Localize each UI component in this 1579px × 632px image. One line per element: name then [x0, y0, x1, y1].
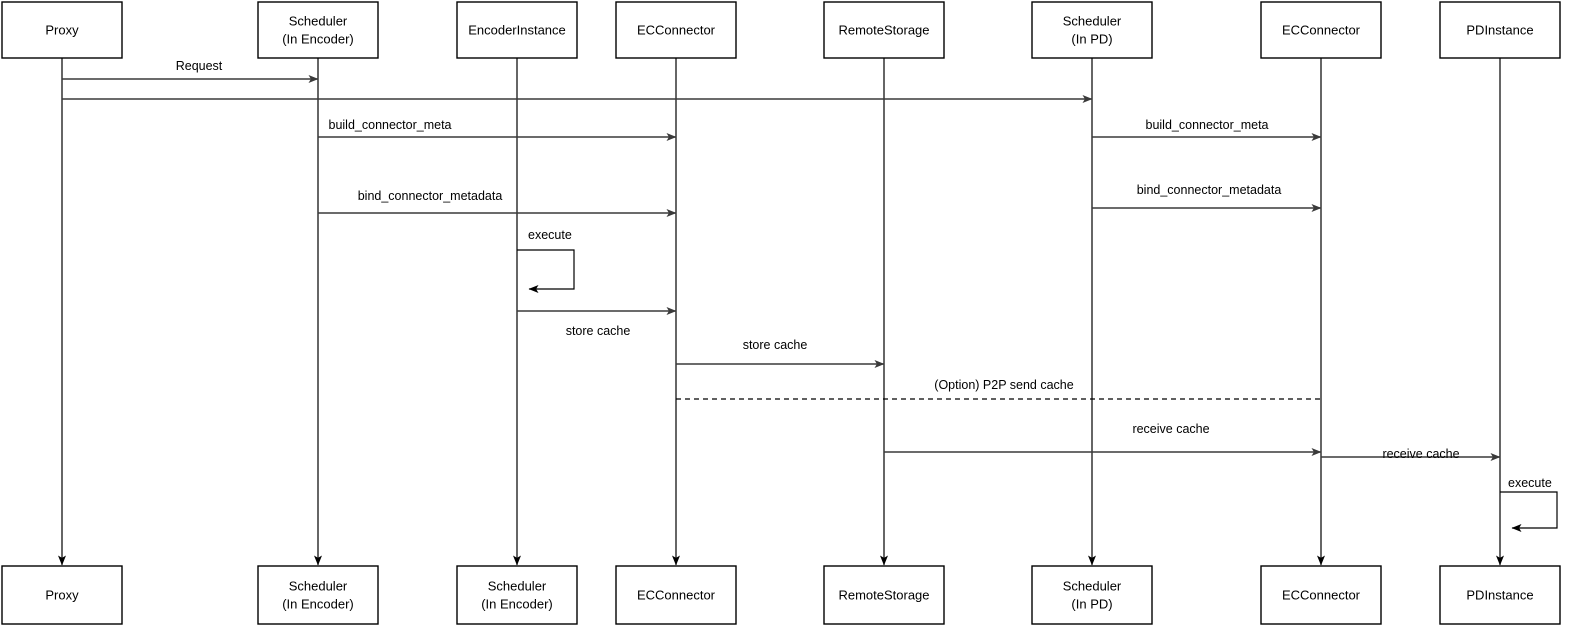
bottom-actor-box-sched_enc[interactable]: Scheduler (In Encoder) [257, 565, 379, 625]
message-label-m4: build_connector_meta [1146, 118, 1269, 132]
top-actor-box-sched_pd[interactable]: Scheduler (In PD) [1031, 1, 1153, 59]
lifelines-layer [58, 58, 1504, 566]
actor-label-main: ECConnector [637, 587, 716, 602]
self-loop-label-s1: execute [528, 228, 572, 242]
self-loops-layer: execute execute [517, 228, 1558, 532]
actor-label-main: RemoteStorage [838, 587, 929, 602]
message-label-m9: (Option) P2P send cache [934, 378, 1073, 392]
actor-label-sub: (In Encoder) [282, 596, 354, 611]
actor-label-main: Proxy [45, 587, 79, 602]
actor-label-sub: (In Encoder) [282, 31, 354, 46]
actor-label-sub: (In PD) [1071, 31, 1112, 46]
bottom-actor-box-encoder_inst[interactable]: Scheduler (In Encoder) [456, 565, 578, 625]
actor-label-main: ECConnector [1282, 22, 1361, 37]
actor-box-rect [615, 1, 737, 59]
message-label-m8: store cache [743, 338, 808, 352]
top-actor-box-sched_enc[interactable]: Scheduler (In Encoder) [257, 1, 379, 59]
bottom-actor-boxes-layer: Proxy Scheduler (In Encoder) Scheduler (In E… [1, 565, 1561, 625]
actor-box-rect [257, 1, 379, 59]
bottom-actor-box-ecc_left[interactable]: ECConnector [615, 565, 737, 625]
actor-box-rect [257, 565, 379, 625]
actor-box-rect [456, 1, 578, 59]
top-actor-box-remote[interactable]: RemoteStorage [823, 1, 945, 59]
actor-label-main: Proxy [45, 22, 79, 37]
actor-box-rect [615, 565, 737, 625]
message-label-m1: Request [176, 59, 223, 73]
message-label-m6: bind_connector_metadata [1137, 183, 1282, 197]
actor-label-main: PDInstance [1466, 22, 1533, 37]
bottom-actor-box-sched_pd[interactable]: Scheduler (In PD) [1031, 565, 1153, 625]
actor-label-main: Scheduler [289, 578, 348, 593]
bottom-actor-box-remote[interactable]: RemoteStorage [823, 565, 945, 625]
messages-layer: Request build_connector_meta build_connect… [62, 59, 1501, 461]
message-label-m10: receive cache [1132, 422, 1209, 436]
top-actor-boxes-layer: Proxy Scheduler (In Encoder) EncoderInstanc… [1, 1, 1561, 59]
actor-label-sub: (In PD) [1071, 596, 1112, 611]
actor-box-rect [1260, 1, 1382, 59]
actor-label-main: RemoteStorage [838, 22, 929, 37]
actor-box-rect [823, 1, 945, 59]
actor-box-rect [1, 565, 123, 625]
actor-label-main: ECConnector [1282, 587, 1361, 602]
message-label-m5: bind_connector_metadata [358, 189, 503, 203]
actor-box-rect [1, 1, 123, 59]
top-actor-box-encoder_inst[interactable]: EncoderInstance [456, 1, 578, 59]
bottom-actor-box-pd_inst[interactable]: PDInstance [1439, 565, 1561, 625]
message-label-m3: build_connector_meta [329, 118, 452, 132]
actor-label-main: Scheduler [1063, 578, 1122, 593]
actor-label-main: EncoderInstance [468, 22, 566, 37]
actor-label-main: Scheduler [289, 13, 348, 28]
actor-label-main: Scheduler [1063, 13, 1122, 28]
self-loop-s2 [1500, 491, 1558, 532]
message-label-m11: receive cache [1382, 447, 1459, 461]
self-loop-s1 [517, 249, 575, 293]
actor-box-rect [456, 565, 578, 625]
actor-box-rect [1260, 565, 1382, 625]
actor-box-rect [1031, 1, 1153, 59]
bottom-actor-box-ecc_right[interactable]: ECConnector [1260, 565, 1382, 625]
actor-label-main: Scheduler [488, 578, 547, 593]
top-actor-box-ecc_right[interactable]: ECConnector [1260, 1, 1382, 59]
actor-label-main: ECConnector [637, 22, 716, 37]
actor-box-rect [823, 565, 945, 625]
actor-label-main: PDInstance [1466, 587, 1533, 602]
top-actor-box-proxy[interactable]: Proxy [1, 1, 123, 59]
bottom-actor-box-proxy[interactable]: Proxy [1, 565, 123, 625]
actor-label-sub: (In Encoder) [481, 596, 553, 611]
actor-box-rect [1439, 1, 1561, 59]
actor-box-rect [1031, 565, 1153, 625]
actor-box-rect [1439, 565, 1561, 625]
self-loop-label-s2: execute [1508, 476, 1552, 490]
top-actor-box-pd_inst[interactable]: PDInstance [1439, 1, 1561, 59]
message-label-m7: store cache [566, 324, 631, 338]
top-actor-box-ecc_left[interactable]: ECConnector [615, 1, 737, 59]
